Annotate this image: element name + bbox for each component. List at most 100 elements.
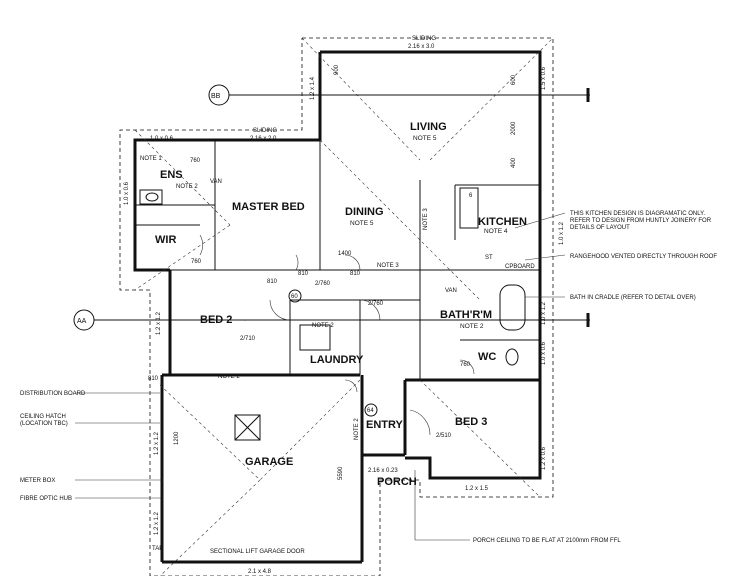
note-corner-3: NOTE 3 bbox=[377, 263, 399, 269]
kitchen-bench bbox=[459, 187, 479, 229]
window-bath-right: 1.0 x 1.2 bbox=[541, 301, 547, 325]
callout-ceiling-hatch-2: (LOCATION TBC) bbox=[20, 421, 68, 427]
callout-porch-ceiling: PORCH CEILING TO BE FLAT AT 2100mm FROM … bbox=[473, 538, 621, 544]
dim-900: 900 bbox=[334, 64, 340, 75]
dim-600: 600 bbox=[511, 74, 517, 85]
dim-810-a: 810 bbox=[267, 279, 278, 285]
window-garage-left-2: 1.2 x 1.2 bbox=[154, 511, 160, 535]
dim-810-b: 810 bbox=[298, 271, 309, 277]
dim-1200: 1200 bbox=[174, 431, 180, 445]
room-garage: GARAGE bbox=[245, 456, 293, 468]
window-bed3-right: 1.2 x 0.6 bbox=[541, 446, 547, 470]
room-living: LIVING bbox=[410, 121, 447, 133]
label-van-2: VAN bbox=[445, 288, 457, 294]
window-master-left: 1.0 x 0.6 bbox=[124, 181, 130, 205]
callout-fibre: FIBRE OPTIC HUB bbox=[20, 496, 72, 502]
room-master-bed: MASTER BED bbox=[232, 201, 305, 213]
dim-400: 400 bbox=[511, 157, 517, 168]
section-label-aa: AA bbox=[77, 318, 87, 325]
marker-60 bbox=[288, 289, 302, 303]
dim-2760-a: 2/760 bbox=[315, 281, 331, 287]
laundry-tub bbox=[299, 324, 331, 351]
window-bed3-bottom: 1.2 x 1.5 bbox=[465, 486, 489, 492]
room-dining: DINING bbox=[345, 206, 384, 218]
window-ens: 1.0 x 0.6 bbox=[150, 136, 174, 142]
label-van: VAN bbox=[210, 179, 222, 185]
label-64: 64 bbox=[367, 408, 374, 414]
label-sectional-door: SECTIONAL LIFT GARAGE DOOR bbox=[210, 549, 305, 555]
note-hall: NOTE 2 bbox=[218, 374, 240, 380]
window-sliding-top-label: SLIDING bbox=[412, 36, 436, 42]
room-ens: ENS bbox=[160, 169, 183, 181]
note-bathroom: NOTE 2 bbox=[460, 323, 484, 330]
callout-leaders bbox=[75, 212, 566, 541]
walls bbox=[133, 50, 542, 564]
note-dining: NOTE 5 bbox=[350, 220, 374, 227]
note-dining-3: NOTE 3 bbox=[423, 208, 429, 230]
door-porch: 2.16 x 0.23 bbox=[368, 468, 398, 474]
room-bed2: BED 2 bbox=[200, 314, 232, 326]
callout-ceiling-hatch: CEILING HATCH bbox=[20, 414, 66, 420]
callout-kitchen-design-2: REFER TO DESIGN FROM HUNTLY JOINERY FOR bbox=[570, 218, 712, 224]
dim-760-b: 760 bbox=[190, 158, 201, 164]
marker-64 bbox=[364, 403, 378, 417]
door-garage: 2.1 x 4.8 bbox=[248, 569, 272, 575]
window-sliding-mid-size: 2.16 x 2.0 bbox=[250, 136, 277, 142]
window-living-left: 1.2 x 1.4 bbox=[310, 76, 316, 100]
callout-kitchen-design: THIS KITCHEN DESIGN IS DIAGRAMATIC ONLY. bbox=[570, 211, 705, 217]
room-wir: WIR bbox=[155, 234, 176, 246]
callout-kitchen-design-3: DETAILS OF LAYOUT bbox=[570, 225, 630, 231]
dim-5590: 5590 bbox=[338, 466, 344, 480]
ens-vanity bbox=[139, 189, 163, 205]
label-tap: TAP bbox=[152, 546, 163, 552]
roof-hip-lines bbox=[134, 37, 554, 576]
dim-2710: 2/710 bbox=[240, 336, 256, 342]
window-sliding-mid-label: SLIDING bbox=[253, 128, 277, 134]
dim-810-d: 810 bbox=[148, 376, 159, 382]
label-60: 60 bbox=[291, 294, 298, 300]
callout-distribution-board: DISTRIBUTION BOARD bbox=[20, 391, 86, 397]
fixtures bbox=[139, 187, 526, 441]
dim-2000: 2000 bbox=[511, 121, 517, 135]
label-cupboard: CPBOARD bbox=[505, 264, 535, 270]
window-kitchen-right: 1.0 x 1.2 bbox=[559, 221, 565, 245]
bath-tub bbox=[499, 284, 526, 331]
window-garage-left-1: 1.2 x 1.2 bbox=[154, 431, 160, 455]
room-porch: PORCH bbox=[377, 476, 417, 488]
room-bathroom: BATH'R'M bbox=[440, 309, 492, 321]
room-wc: WC bbox=[478, 351, 496, 363]
room-kitchen: KITCHEN bbox=[478, 216, 527, 228]
note-garage: NOTE 2 bbox=[354, 418, 360, 440]
ceiling-hatch-box bbox=[234, 414, 261, 441]
dim-760-c: 760 bbox=[460, 362, 471, 368]
room-laundry: LAUNDRY bbox=[310, 354, 364, 366]
wc-pan bbox=[505, 348, 519, 366]
door-swings bbox=[199, 234, 475, 436]
room-entry: ENTRY bbox=[366, 419, 404, 431]
dim-2760-b: 2/760 bbox=[368, 301, 384, 307]
dim-810-c: 810 bbox=[350, 271, 361, 277]
callout-meter-box: METER BOX bbox=[20, 478, 55, 484]
room-bed3: BED 3 bbox=[455, 416, 487, 428]
dim-1400: 1400 bbox=[338, 251, 352, 257]
window-bed2-left: 1.2 x 1.2 bbox=[156, 311, 162, 335]
roof-outline bbox=[119, 37, 554, 576]
note-kitchen: NOTE 4 bbox=[484, 228, 508, 235]
callout-rangehood: RANGEHOOD VENTED DIRECTLY THROUGH ROOF bbox=[570, 254, 717, 260]
dim-760-a: 760 bbox=[191, 259, 202, 265]
window-wc-right: 1.0 x 0.6 bbox=[541, 341, 547, 365]
window-living-right: 1.5 x 0.6 bbox=[541, 66, 547, 90]
note-ens: NOTE 1 bbox=[140, 156, 162, 162]
note-laundry: NOTE 2 bbox=[312, 323, 334, 329]
dim-2510: 2/510 bbox=[436, 433, 452, 439]
label-st: ST bbox=[485, 255, 493, 261]
window-sliding-top-size: 2.16 x 3.0 bbox=[408, 44, 435, 50]
section-label-bb: BB bbox=[211, 93, 221, 100]
note-living: NOTE 5 bbox=[413, 135, 437, 142]
section-marker-aa bbox=[73, 309, 590, 331]
note-ens-2: NOTE 2 bbox=[176, 184, 198, 190]
callout-bath: BATH IN CRADLE (REFER TO DETAIL OVER) bbox=[570, 295, 696, 301]
section-marker-bb bbox=[208, 84, 590, 106]
label-six: 6 bbox=[469, 193, 473, 199]
